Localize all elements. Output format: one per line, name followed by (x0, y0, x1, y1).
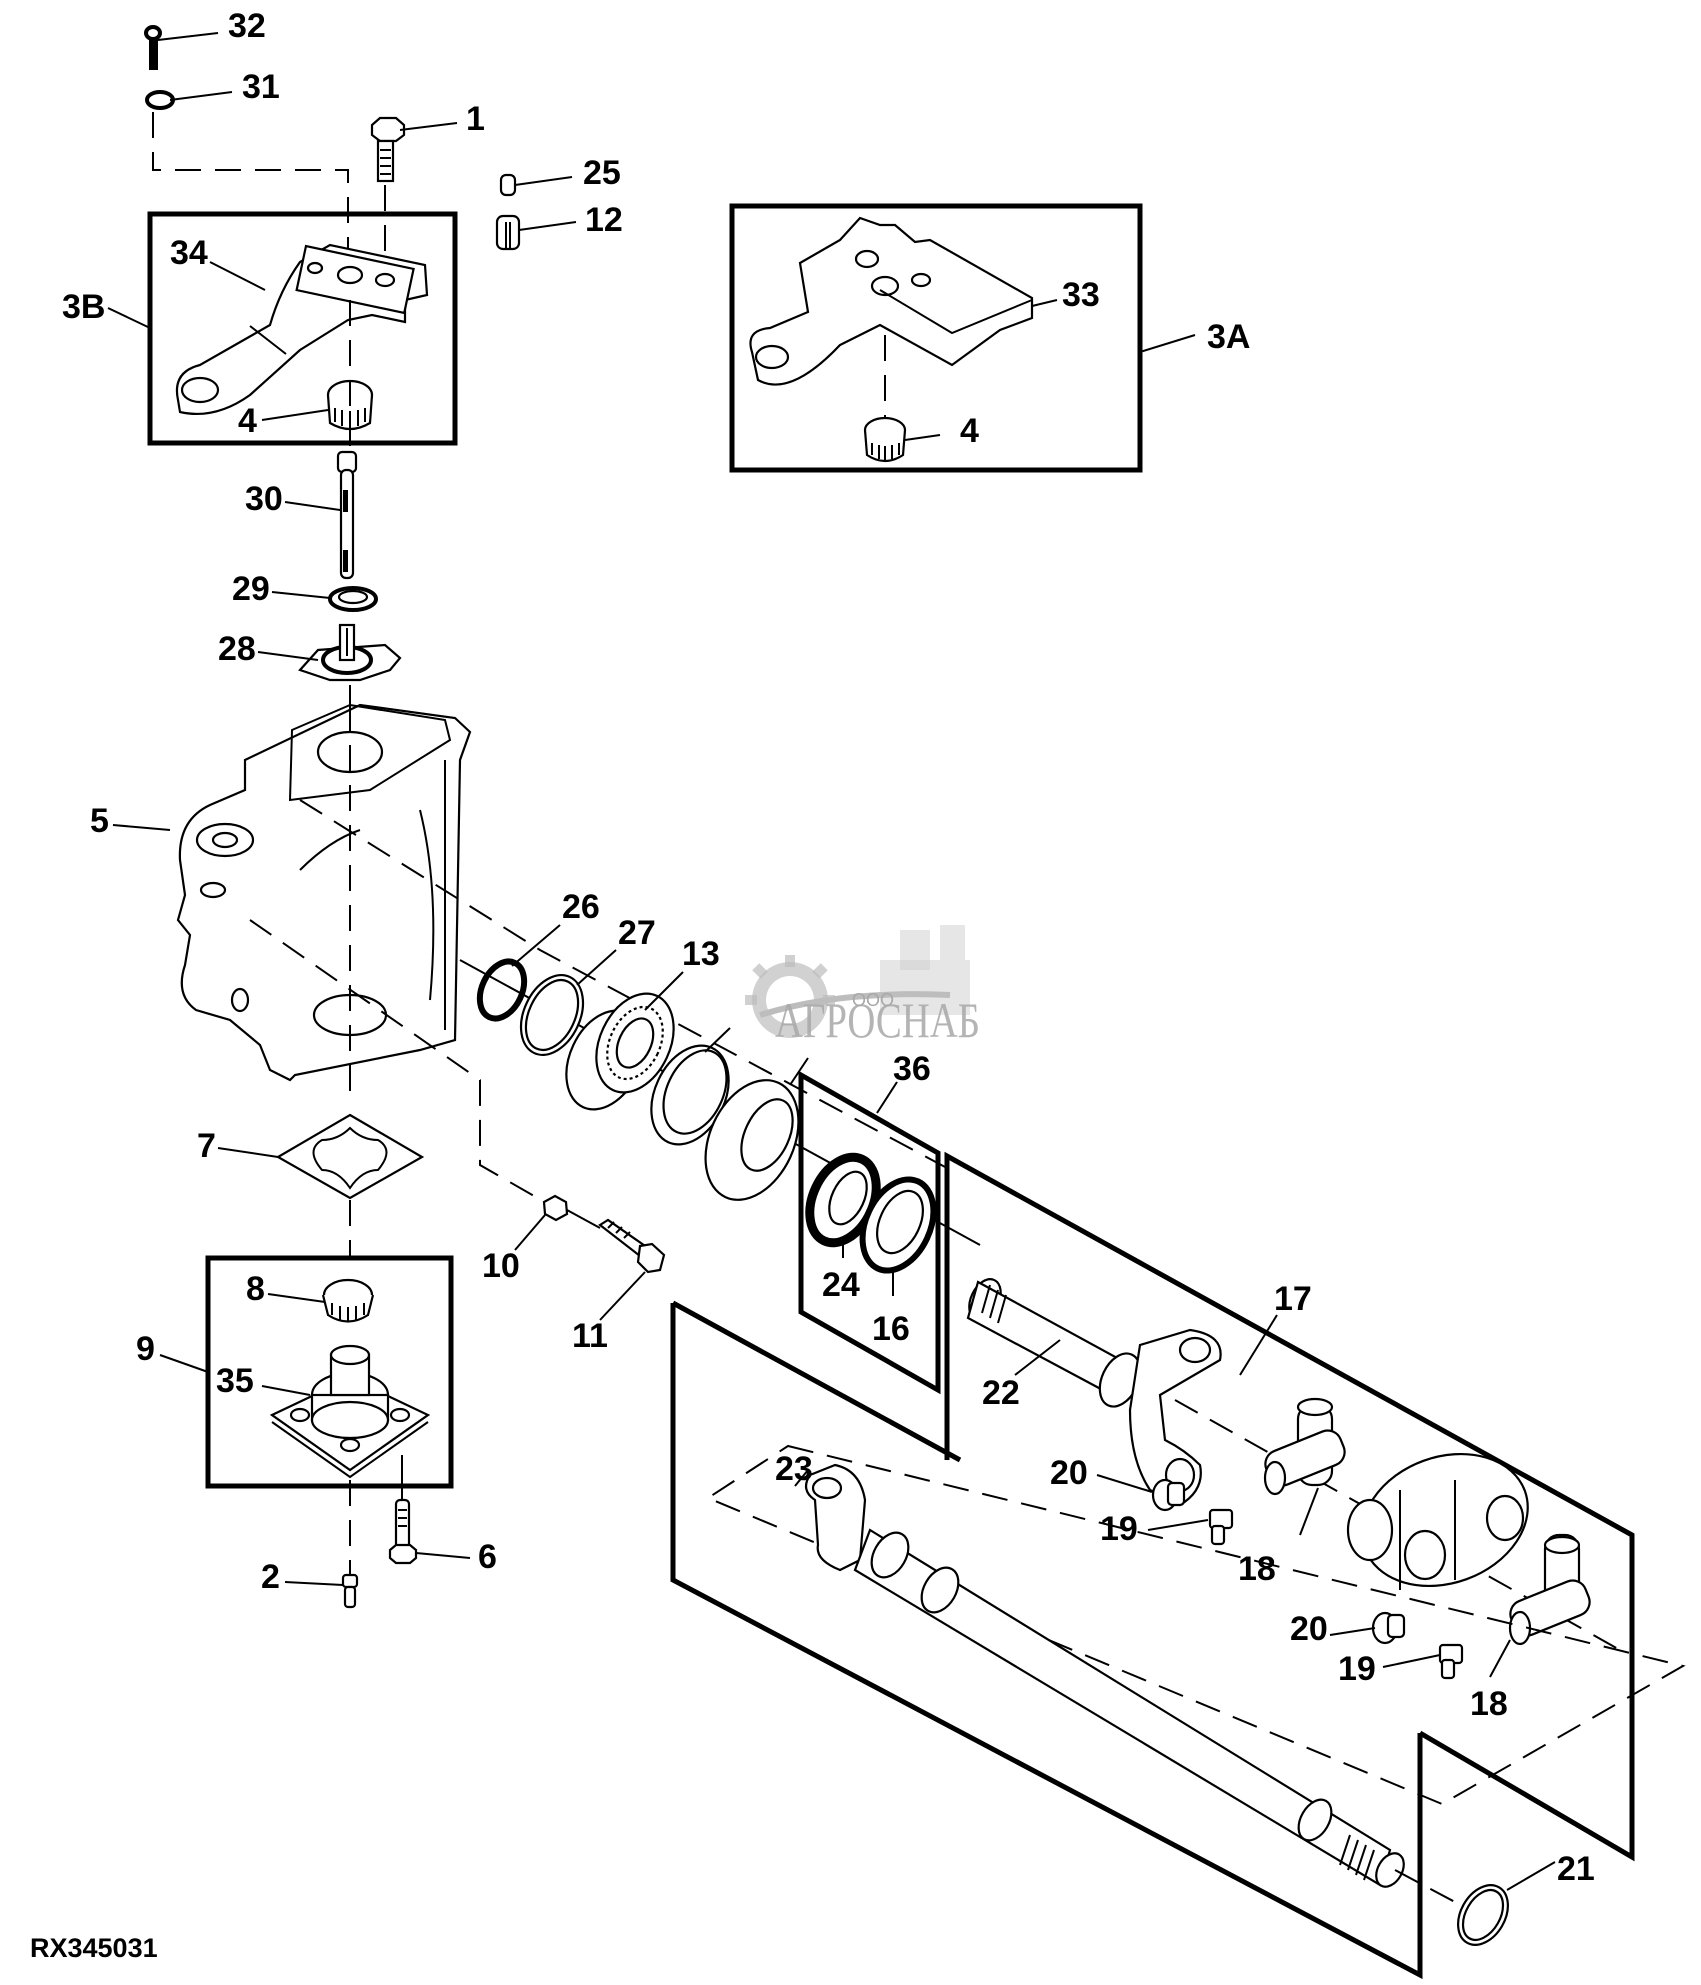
callout-11: 11 (572, 1317, 608, 1355)
plug-20-lower (1371, 1611, 1406, 1645)
kit-box-3a (729, 203, 1143, 473)
callout-19-upper: 19 (1100, 1510, 1138, 1548)
callout-20-lower: 20 (1290, 1610, 1328, 1648)
callout-33: 33 (1062, 276, 1100, 314)
callout-13: 13 (682, 935, 720, 973)
bearing-cone-4-lower (863, 416, 907, 463)
leader-lines (107, 32, 1556, 1891)
ring-27 (519, 974, 585, 1056)
grease-fitting-2 (341, 1573, 359, 1609)
seal-16 (859, 1176, 937, 1274)
washer-31 (145, 90, 175, 110)
callout-28: 28 (218, 630, 256, 668)
roll-pin-12 (495, 214, 521, 251)
callout-31: 31 (242, 68, 280, 106)
yoke-22 (1128, 1328, 1222, 1507)
callout-4-3a: 4 (960, 412, 979, 450)
callout-3b: 3B (62, 288, 105, 326)
callout-4-3b: 4 (238, 402, 257, 440)
inner-shaft-22 (966, 1278, 1142, 1408)
callout-22: 22 (982, 1374, 1020, 1412)
steering-arm-34 (175, 243, 429, 416)
grease-fitting-19-lower (1438, 1643, 1464, 1680)
callout-7: 7 (197, 1127, 216, 1165)
callout-24: 24 (822, 1266, 860, 1304)
watermark-prefix: ООО (852, 990, 894, 1010)
callout-27: 27 (618, 914, 656, 952)
callout-34: 34 (170, 234, 208, 272)
kit-box-3b (147, 211, 458, 446)
cap-28 (298, 623, 402, 682)
callout-6: 6 (478, 1538, 497, 1576)
callout-32: 32 (228, 7, 266, 45)
callout-9: 9 (136, 1330, 155, 1368)
callout-30: 30 (245, 480, 283, 518)
callout-25: 25 (583, 154, 621, 192)
cross-bearing-18-lower (1508, 1533, 1591, 1646)
callout-26: 26 (562, 888, 600, 926)
bolt-32 (144, 25, 162, 70)
callout-18-upper: 18 (1238, 1550, 1276, 1588)
bearing-13 (565, 992, 675, 1111)
gasket-7 (275, 1113, 425, 1200)
steering-knuckle-housing-5 (176, 703, 472, 1082)
assembly-outline (705, 1444, 1686, 1806)
callout-36: 36 (893, 1050, 931, 1088)
pivot-pin-35 (269, 1344, 431, 1479)
callout-21: 21 (1557, 1850, 1595, 1888)
bolt-6 (388, 1498, 418, 1565)
watermark-name: АГРОСНАБ (775, 992, 980, 1048)
outer-shaft-23 (804, 1463, 1405, 1888)
seal-29 (328, 586, 378, 612)
callout-35: 35 (216, 1362, 254, 1400)
callout-5: 5 (90, 802, 109, 840)
callout-2: 2 (261, 1558, 280, 1596)
pin-25 (499, 173, 517, 197)
callout-3a: 3A (1207, 318, 1250, 356)
thrust-washer (704, 1079, 800, 1201)
steering-arm-33 (749, 216, 1034, 386)
center-yoke (1346, 1452, 1529, 1590)
watermark-logo: ООО АГРОСНАБ (745, 925, 980, 1048)
callout-23: 23 (775, 1450, 813, 1488)
cross-bearing-18-upper (1263, 1397, 1346, 1496)
o-ring-21 (1457, 1884, 1509, 1946)
bolt-11 (598, 1218, 666, 1274)
nut-10 (542, 1194, 569, 1222)
combine-harvester-icon (880, 925, 970, 1015)
grease-fitting-19-upper (1208, 1508, 1234, 1546)
callout-labels: 32 31 1 25 12 34 3B 4 33 3A 4 30 29 28 5… (62, 7, 1595, 1888)
figure-code: RX345031 (30, 1933, 158, 1963)
bearing-cone-8 (321, 1278, 375, 1323)
seal-24 (805, 1152, 881, 1248)
callout-8: 8 (246, 1270, 265, 1308)
retaining-ring (650, 1044, 730, 1146)
callout-20-upper: 20 (1050, 1454, 1088, 1492)
kit-box-23 (670, 1303, 1423, 1980)
gear-icon (745, 955, 835, 1038)
callout-10: 10 (482, 1247, 520, 1285)
callout-18-lower: 18 (1470, 1685, 1508, 1723)
callout-12: 12 (585, 201, 623, 239)
kit-box-17 (944, 1151, 1635, 1862)
callout-16: 16 (872, 1310, 910, 1348)
bolt-1 (370, 116, 406, 183)
plug-20-upper (1151, 1478, 1186, 1512)
callout-1: 1 (466, 100, 485, 138)
king-pin-30 (336, 450, 358, 580)
callout-17: 17 (1274, 1280, 1312, 1318)
kit-box-36 (798, 1070, 941, 1395)
callout-19-lower: 19 (1338, 1650, 1376, 1688)
callout-29: 29 (232, 570, 270, 608)
